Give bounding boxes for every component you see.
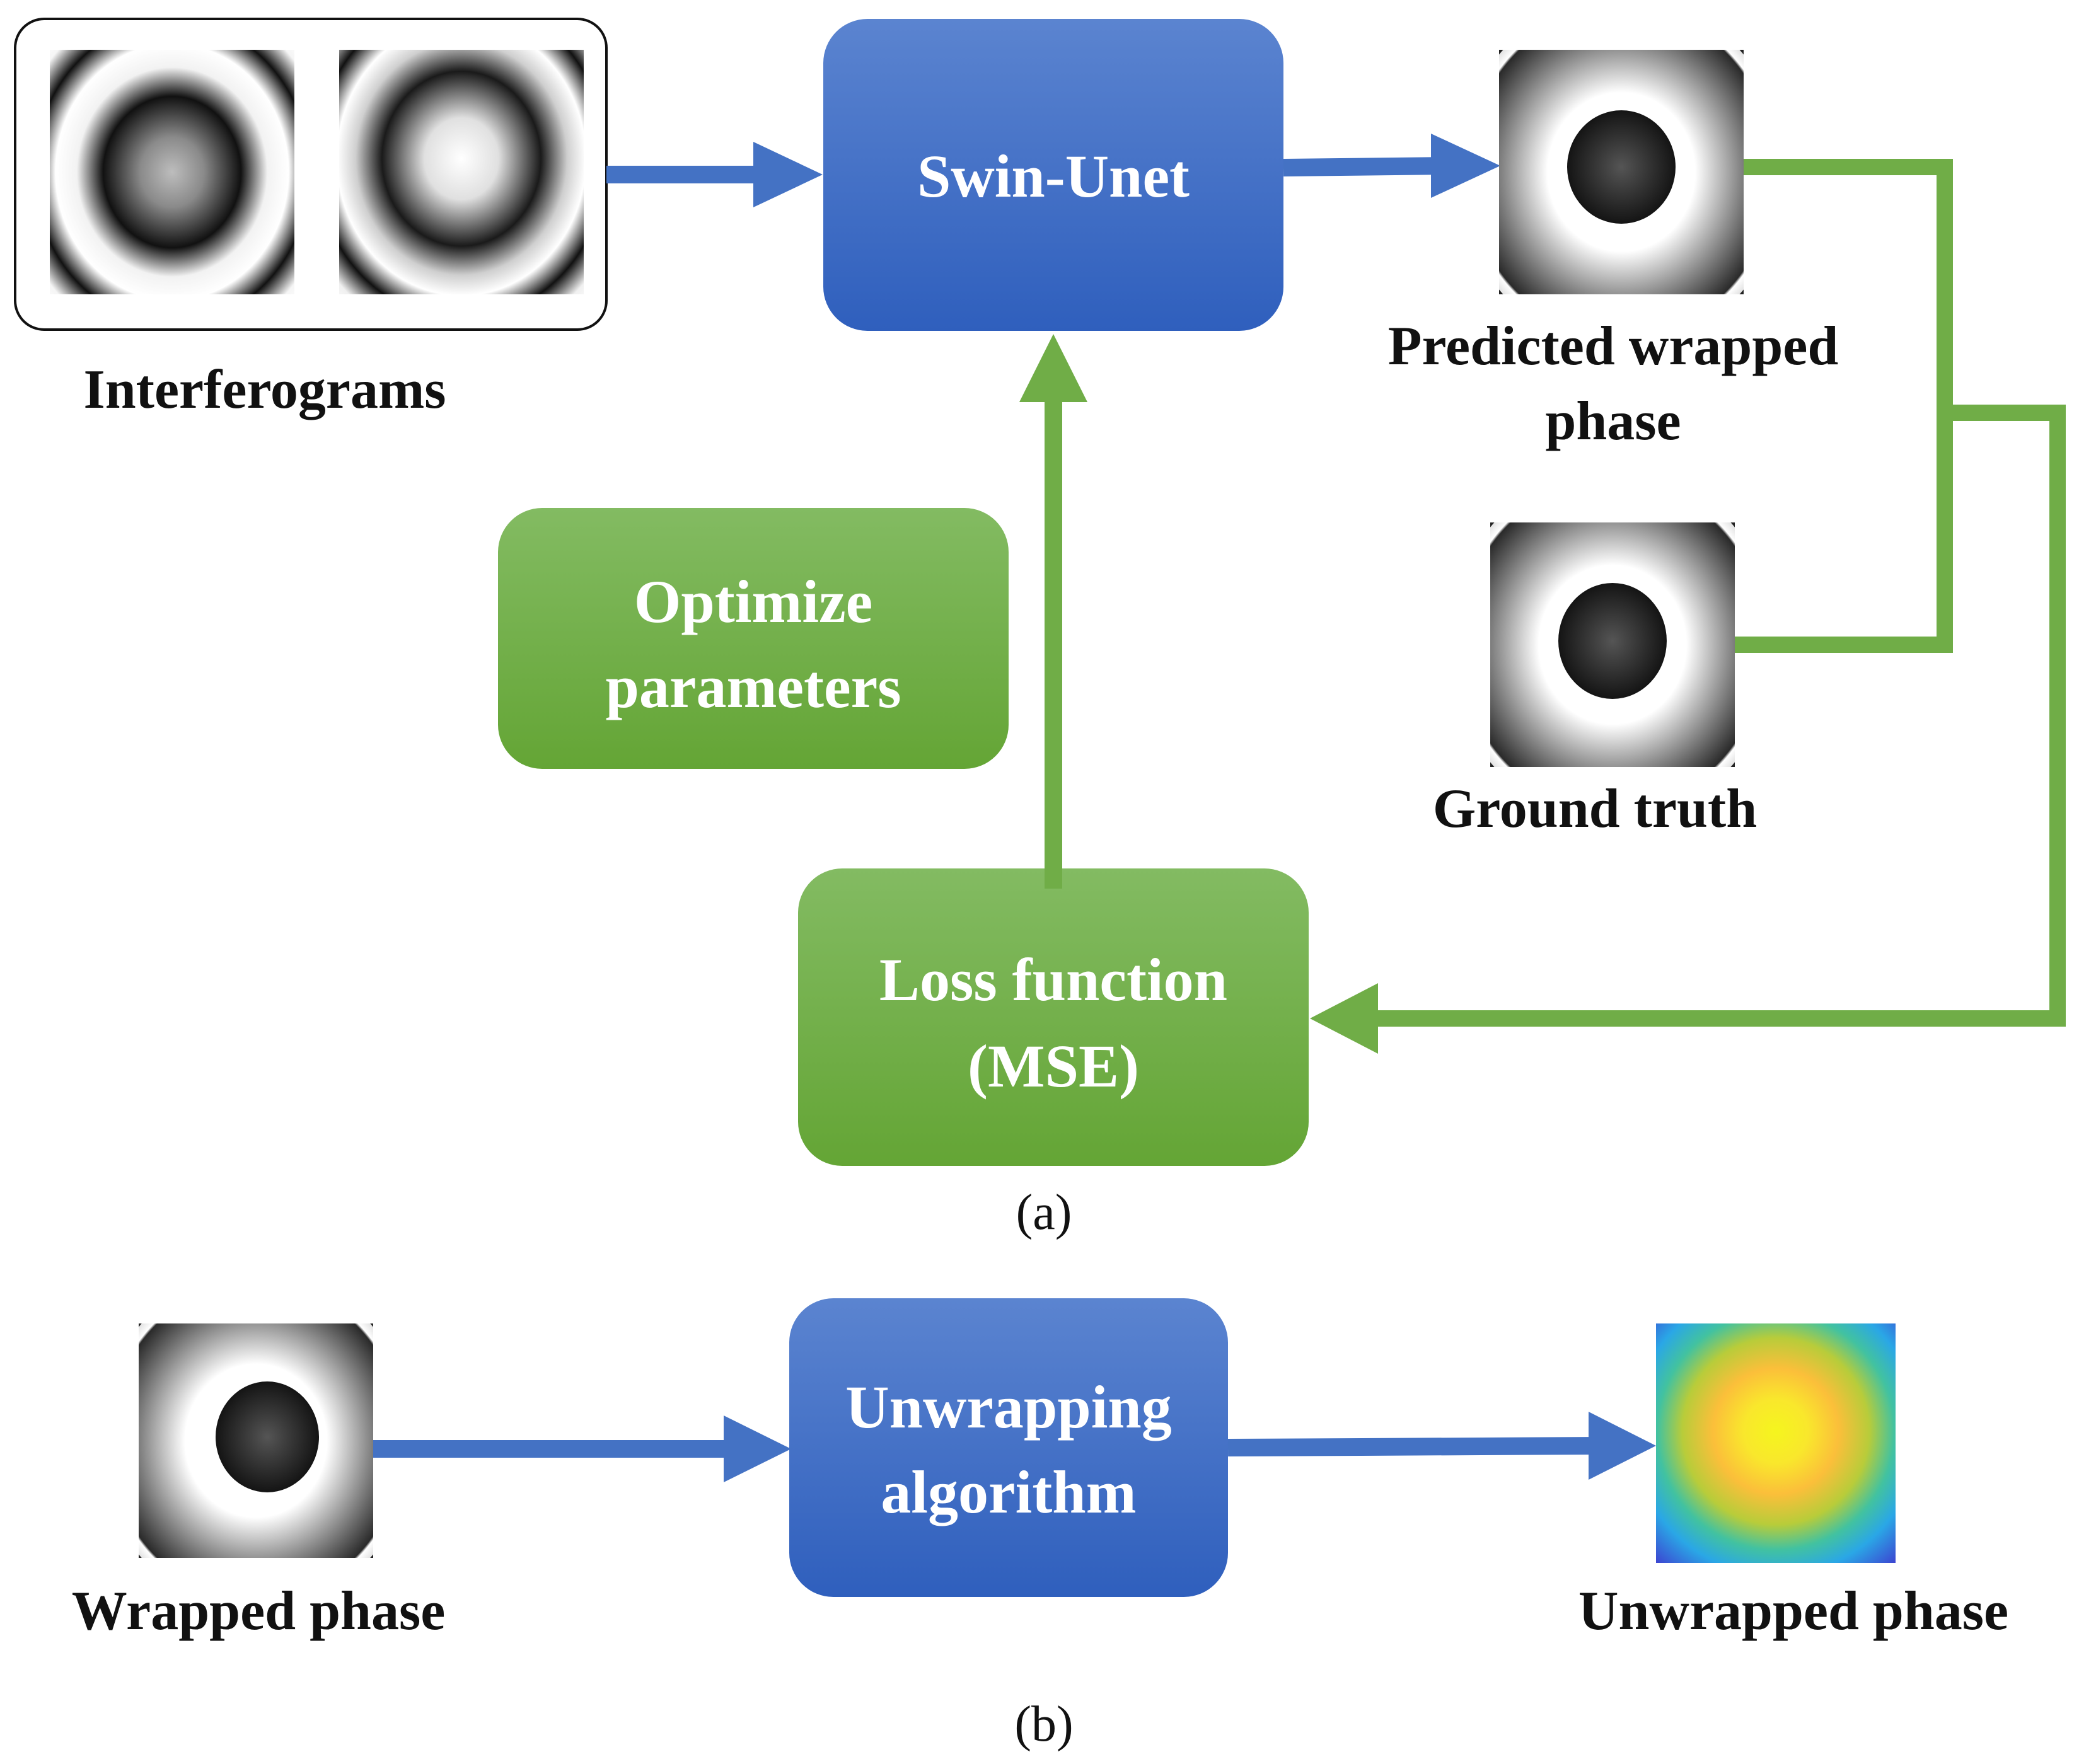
ground-truth-label: Ground truth bbox=[1433, 778, 1757, 839]
swin-unet-box: Swin-Unet bbox=[823, 19, 1283, 331]
interferogram-1-icon bbox=[50, 50, 294, 294]
arrow-unwrapping-to-unwrapped bbox=[1227, 1412, 1656, 1480]
panel-b: Wrapped phase Unwrapping algorithm Unwra… bbox=[72, 1298, 2008, 1752]
unwrapping-label-line2: algorithm bbox=[881, 1458, 1136, 1526]
panel-b-caption: (b) bbox=[1014, 1697, 1073, 1752]
swin-unet-label: Swin-Unet bbox=[917, 142, 1190, 210]
arrow-wrapped-to-unwrapping bbox=[373, 1415, 791, 1482]
wrapped-phase-label: Wrapped phase bbox=[72, 1581, 446, 1642]
arrow-to-loss-head bbox=[1310, 983, 1378, 1054]
interferograms-label: Interferograms bbox=[83, 359, 446, 420]
loss-function-box: Loss function (MSE) bbox=[798, 868, 1309, 1166]
arrow-interferograms-to-swin bbox=[606, 142, 823, 207]
unwrapped-phase-icon bbox=[1656, 1323, 1896, 1563]
connector-predicted-groundtruth-to-loss bbox=[1362, 159, 2066, 1027]
unwrapped-phase-label: Unwrapped phase bbox=[1578, 1581, 2008, 1642]
loss-label-line1: Loss function bbox=[879, 946, 1227, 1013]
predicted-phase-icon bbox=[1499, 50, 1744, 294]
panel-a: Interferograms Swin-Unet Predicted wrapp… bbox=[14, 18, 2066, 1240]
optimize-label-line1: Optimize bbox=[634, 568, 873, 635]
ground-truth-phase-icon bbox=[1490, 522, 1735, 767]
optimize-parameters-box: Optimize parameters bbox=[498, 508, 1009, 769]
wrapped-phase-icon bbox=[139, 1323, 373, 1558]
unwrapping-algorithm-box: Unwrapping algorithm bbox=[789, 1298, 1228, 1597]
unwrapping-label-line1: Unwrapping bbox=[845, 1373, 1172, 1441]
predicted-label-line2: phase bbox=[1545, 391, 1681, 452]
loss-label-line2: (MSE) bbox=[968, 1032, 1139, 1100]
predicted-label-line1: Predicted wrapped bbox=[1388, 316, 1839, 377]
arrow-swin-to-predicted bbox=[1283, 134, 1500, 198]
arrow-loss-to-swin bbox=[1019, 334, 1087, 889]
panel-a-caption: (a) bbox=[1016, 1185, 1072, 1240]
interferogram-2-icon bbox=[339, 50, 584, 294]
optimize-label-line2: parameters bbox=[605, 653, 901, 720]
